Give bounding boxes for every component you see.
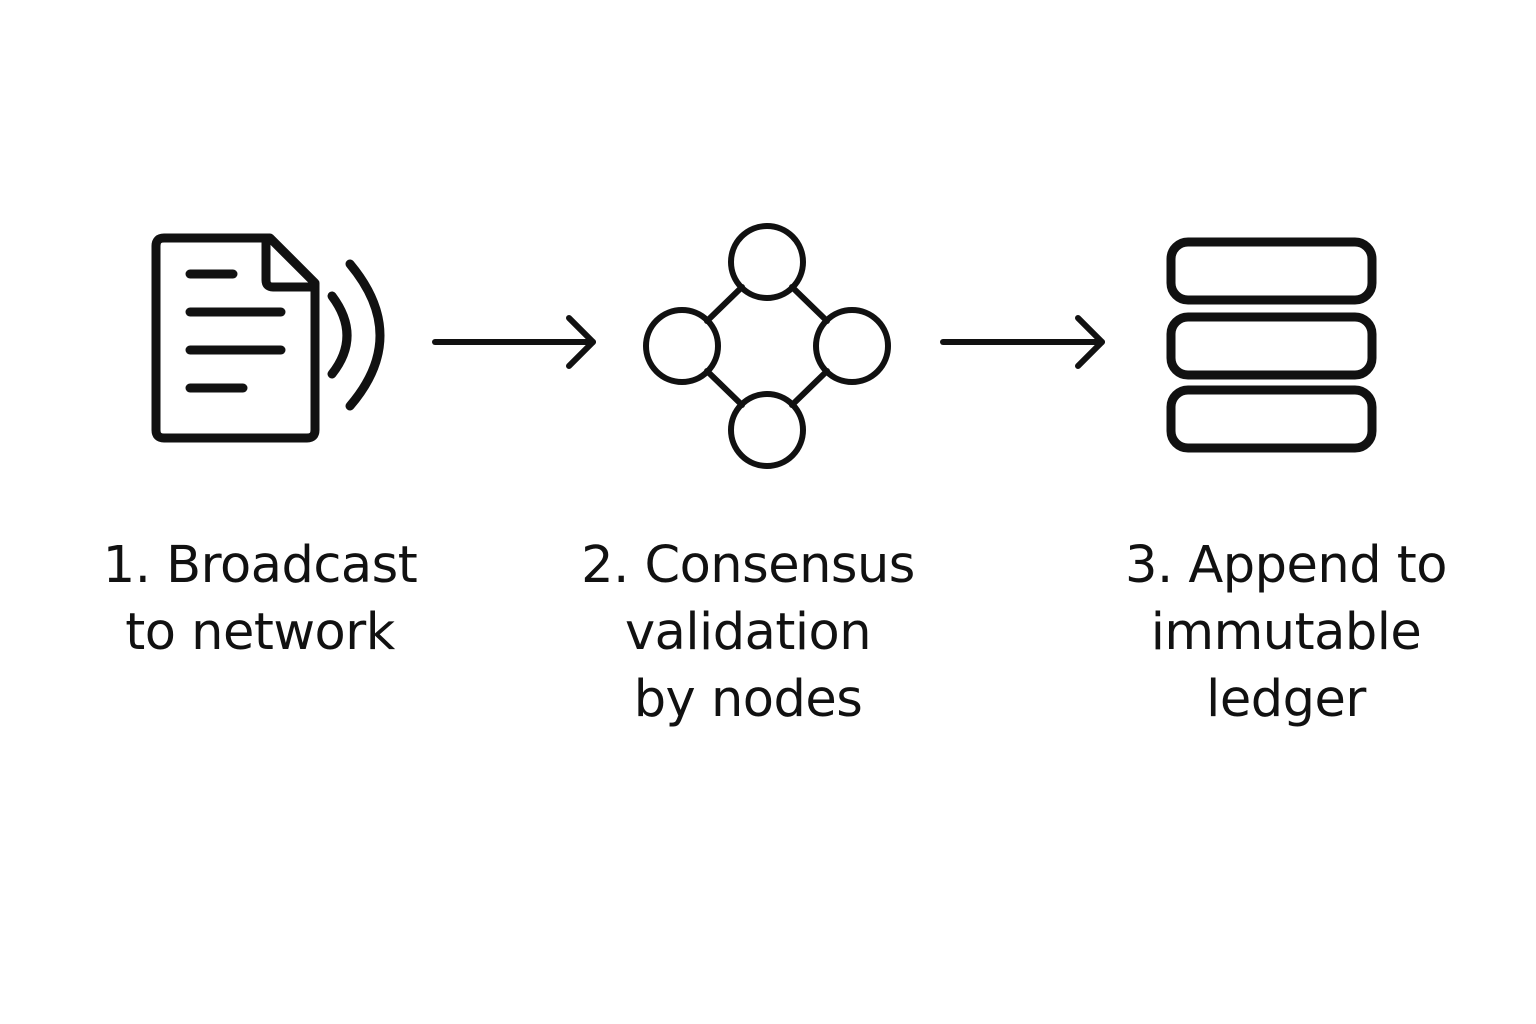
step-2-label: 2. Consensus validation by nodes bbox=[508, 532, 988, 733]
step-1-label: 1. Broadcast to network bbox=[20, 532, 500, 666]
ledger-block bbox=[1166, 312, 1377, 380]
step-2-line-1: 2. Consensus bbox=[581, 536, 915, 595]
step-3-line-2: immutable bbox=[1150, 603, 1422, 662]
document-broadcast-icon bbox=[151, 233, 385, 443]
ledger-stack-icon bbox=[1166, 237, 1377, 453]
ledger-block bbox=[1166, 385, 1377, 453]
node-network-icon bbox=[643, 223, 891, 469]
step-2-line-2: validation bbox=[624, 603, 872, 662]
document-icon bbox=[151, 233, 320, 443]
step-1-line-2: to network bbox=[125, 603, 395, 662]
node-right bbox=[813, 307, 891, 385]
step-1-line-1: 1. Broadcast bbox=[102, 536, 418, 595]
arrow-right-icon bbox=[940, 315, 1105, 369]
signal-waves-icon bbox=[327, 259, 385, 411]
step-2-line-3: by nodes bbox=[633, 670, 863, 729]
step-3-line-1: 3. Append to bbox=[1125, 536, 1448, 595]
arrow-right-icon bbox=[432, 315, 596, 369]
node-bottom bbox=[728, 391, 806, 469]
step-3-line-3: ledger bbox=[1206, 670, 1366, 729]
step-3-label: 3. Append to immutable ledger bbox=[1046, 532, 1526, 733]
node-left bbox=[643, 307, 721, 385]
ledger-block bbox=[1166, 237, 1377, 305]
node-top bbox=[728, 223, 806, 301]
